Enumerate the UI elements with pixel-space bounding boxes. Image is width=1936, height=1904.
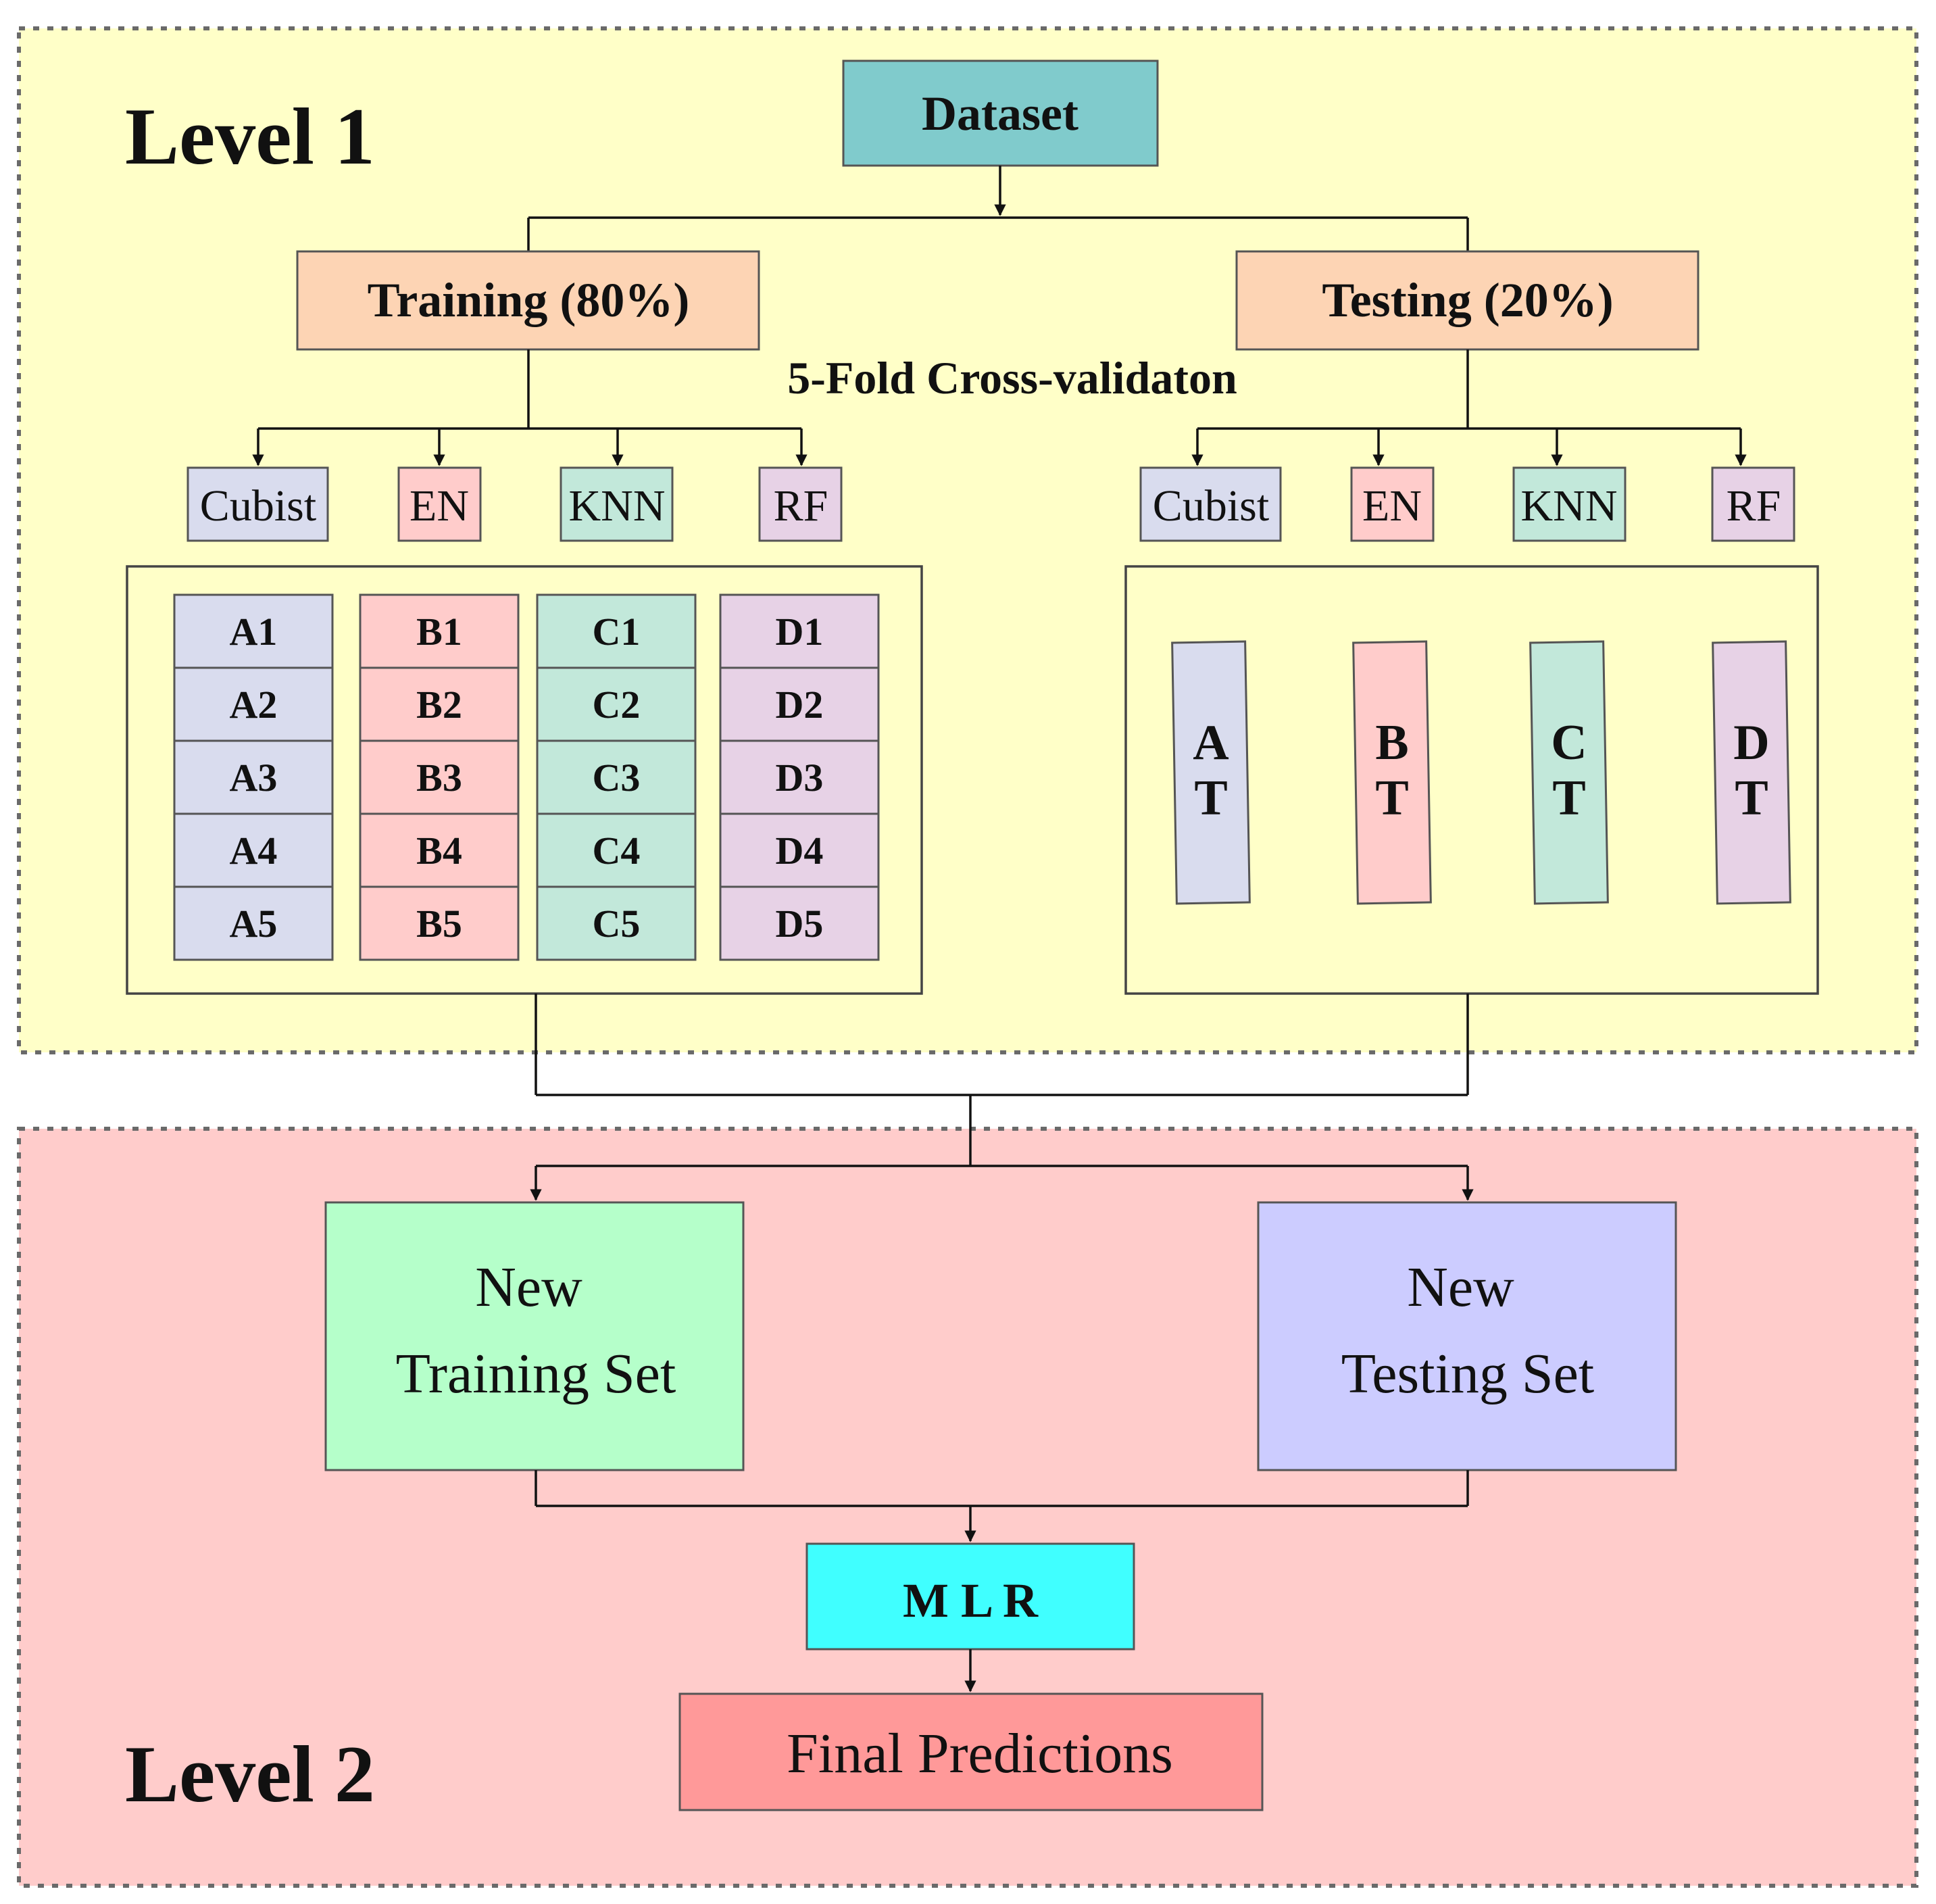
new-training-set-line2: Training Set (396, 1342, 676, 1405)
fold-cell (173, 666, 334, 742)
fold-cell-label: B4 (416, 829, 462, 873)
fold-cell-label: C4 (593, 829, 641, 873)
train-model-rf (758, 466, 843, 542)
fold-cell-label: D1 (776, 610, 824, 654)
fold-cell-label: A2 (230, 683, 278, 727)
new-testing-set-line2: Testing Set (1341, 1342, 1594, 1405)
new-training-set-label: New Training Set (396, 1256, 676, 1405)
test-model-rf (1711, 466, 1795, 542)
cross-validation-label: 5-Fold Cross-validaton (787, 352, 1237, 404)
test-block-label-line: D (1733, 715, 1769, 771)
fold-cell-label: A3 (230, 756, 278, 800)
new-training-set-box (324, 1201, 745, 1471)
new-testing-set-line1: New (1407, 1256, 1514, 1319)
fold-cell (173, 885, 334, 961)
fold-cell (359, 666, 520, 742)
test-model-rf-label: RF (1727, 481, 1781, 531)
test-block-label-line: A (1193, 715, 1228, 771)
fold-cell-label: B5 (416, 902, 462, 946)
fold-cell (719, 812, 880, 888)
train-model-knn (560, 466, 674, 542)
test-block (1712, 640, 1791, 905)
testing-box (1235, 250, 1699, 351)
testing-label: Testing (20%) (1322, 273, 1613, 327)
fold-cell-label: B3 (416, 756, 462, 800)
fold-cell-label: B2 (416, 683, 462, 727)
fold-cell (359, 739, 520, 815)
test-block-label-line: T (1375, 771, 1408, 826)
new-testing-set-label: New Testing Set (1341, 1256, 1594, 1405)
test-block (1171, 640, 1251, 905)
train-model-knn-label: KNN (569, 481, 666, 531)
train-model-en-label: EN (409, 481, 469, 531)
test-block-label-line: T (1735, 771, 1768, 826)
fold-cell-label: C5 (593, 902, 641, 946)
testing-blocks-frame (1124, 565, 1819, 995)
test-block-label-line: T (1552, 771, 1585, 826)
fold-cell (536, 593, 697, 669)
test-model-cubist (1139, 466, 1282, 542)
test-block-label-line: C (1551, 715, 1587, 771)
test-model-cubist-label: Cubist (1153, 481, 1269, 531)
mlr-box (805, 1542, 1135, 1651)
fold-cell (173, 593, 334, 669)
fold-cell (359, 593, 520, 669)
test-block-label-line: T (1194, 771, 1227, 826)
training-label: Training (80%) (368, 273, 690, 327)
training-folds-frame (126, 565, 923, 995)
fold-cell-label: A4 (230, 829, 278, 873)
dataset-label: Dataset (922, 87, 1078, 141)
level1-label: Level 1 (125, 91, 375, 181)
final-predictions-label: Final Predictions (787, 1722, 1173, 1785)
fold-cell-label: A5 (230, 902, 278, 946)
fold-cell (719, 666, 880, 742)
fold-cell (173, 812, 334, 888)
training-box (296, 250, 760, 351)
fold-cell (536, 812, 697, 888)
level2-label: Level 2 (125, 1729, 375, 1819)
fold-cell-label: D4 (776, 829, 824, 873)
fold-cell-label: C3 (593, 756, 641, 800)
final-predictions-box (678, 1692, 1264, 1811)
fold-cell-label: A1 (230, 610, 278, 654)
new-testing-set-box (1257, 1201, 1677, 1471)
fold-cell-label: C1 (593, 610, 641, 654)
train-model-en (397, 466, 482, 542)
test-model-knn-label: KNN (1521, 481, 1618, 531)
test-block (1529, 640, 1609, 905)
fold-cell-label: D5 (776, 902, 824, 946)
fold-cell (359, 812, 520, 888)
train-model-cubist-label: Cubist (200, 481, 316, 531)
fold-cell (719, 885, 880, 961)
fold-cell (536, 666, 697, 742)
test-model-en-label: EN (1362, 481, 1422, 531)
train-model-cubist (187, 466, 329, 542)
dataset-box (842, 59, 1159, 167)
fold-cell (536, 885, 697, 961)
test-block (1352, 640, 1432, 905)
fold-cell-label: B1 (416, 610, 462, 654)
fold-cell-label: D3 (776, 756, 824, 800)
test-model-en (1350, 466, 1435, 542)
fold-cell (173, 739, 334, 815)
test-model-knn (1512, 466, 1627, 542)
train-model-rf-label: RF (774, 481, 828, 531)
fold-cell (719, 739, 880, 815)
test-block-label-line: B (1375, 715, 1408, 771)
new-training-set-line1: New (475, 1256, 582, 1319)
fold-cell-label: C2 (593, 683, 641, 727)
fold-cell (359, 885, 520, 961)
mlr-label: M L R (903, 1573, 1039, 1628)
fold-cell-label: D2 (776, 683, 824, 727)
fold-cell (536, 739, 697, 815)
